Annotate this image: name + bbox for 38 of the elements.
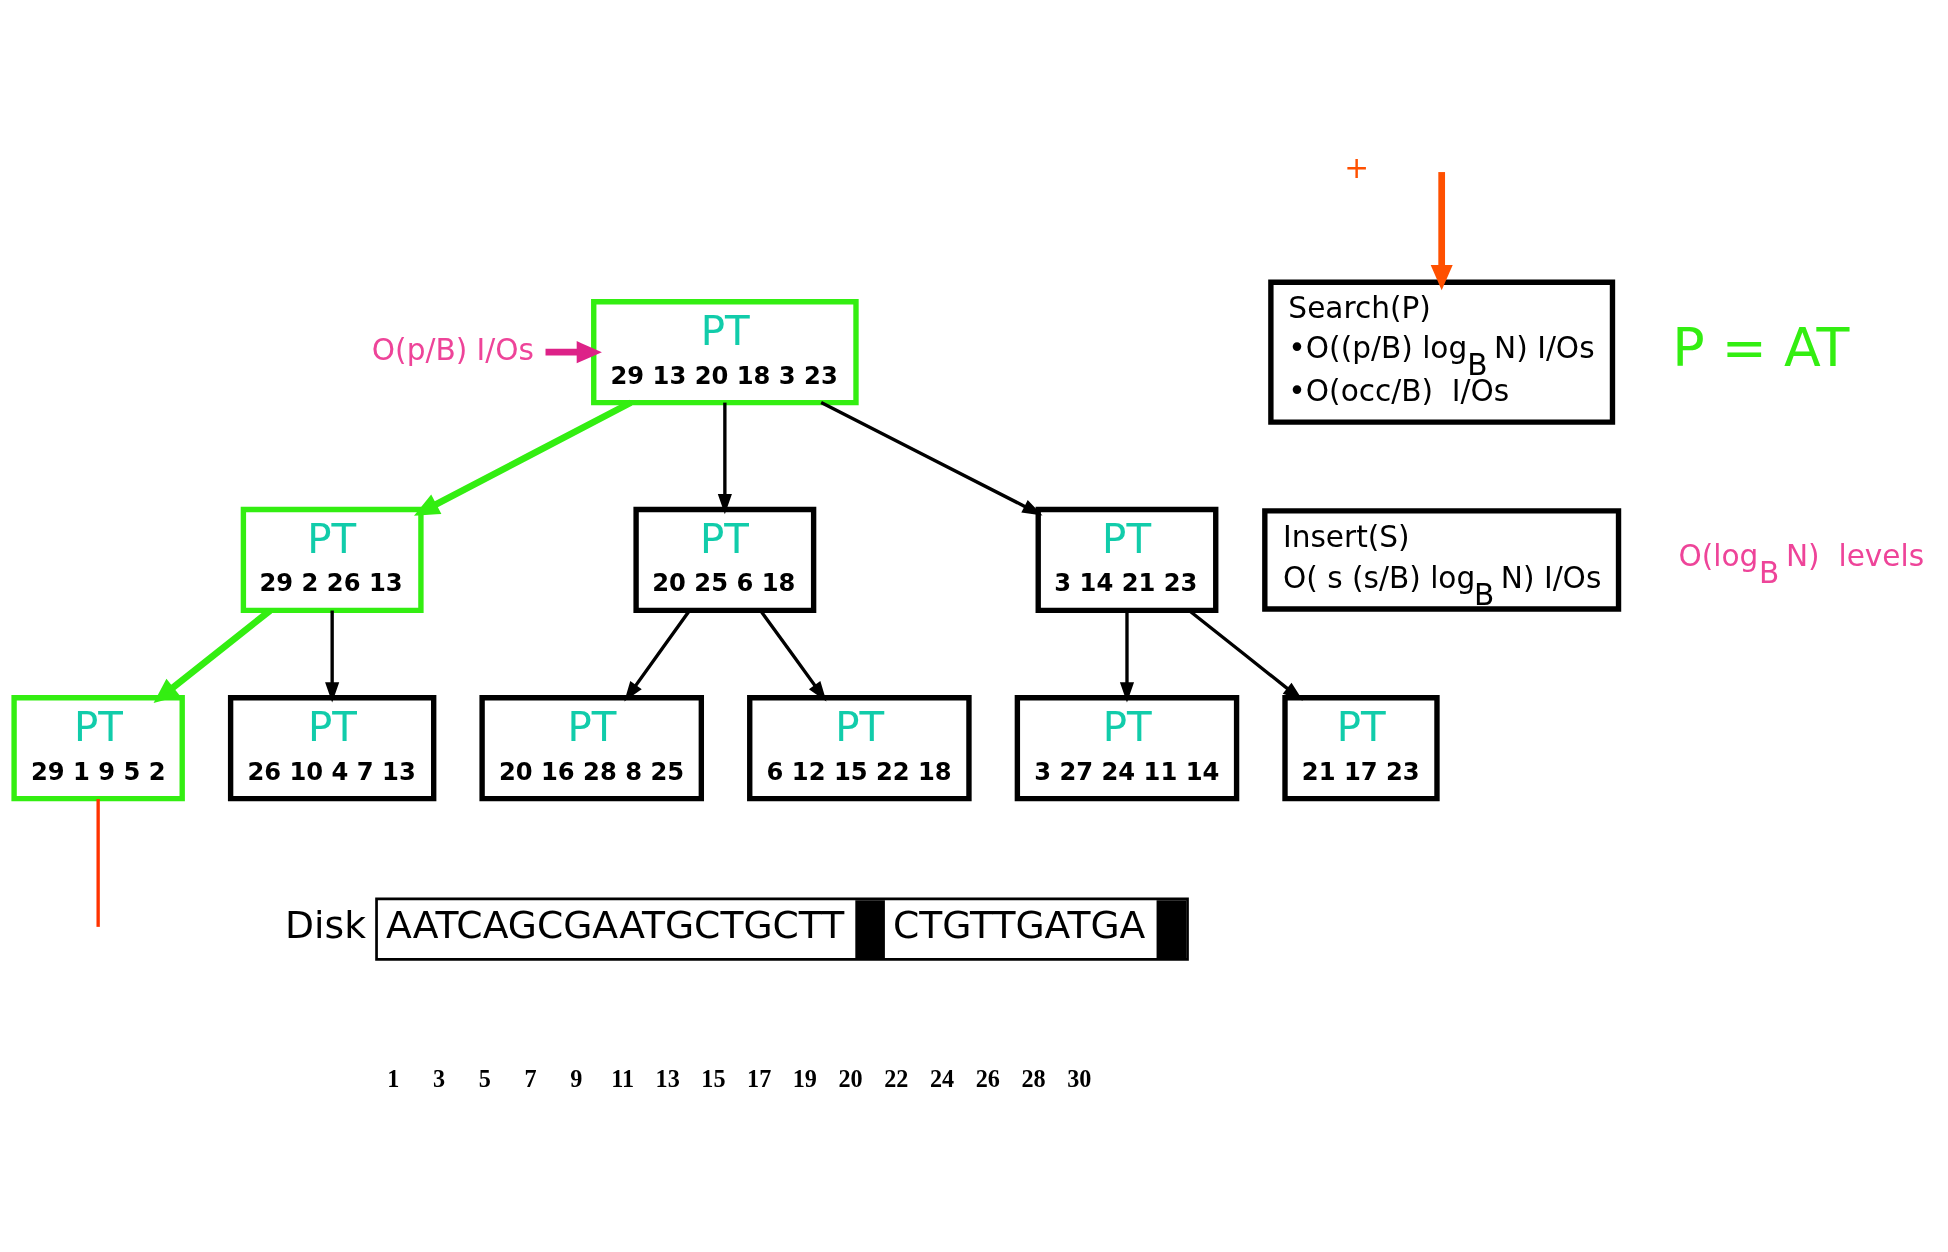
label: 3 xyxy=(433,1064,446,1092)
arrow xyxy=(1430,171,1453,290)
label: 15 xyxy=(701,1064,726,1092)
label: 28 xyxy=(1021,1064,1046,1092)
node-box: PT 26 10 4 7 13 xyxy=(227,694,437,801)
arrow xyxy=(717,402,732,514)
node-box: PT 20 16 28 8 25 xyxy=(479,694,705,801)
label: 30 xyxy=(1067,1064,1092,1092)
arrow xyxy=(820,400,1043,515)
label: 13 xyxy=(655,1064,680,1092)
label: 11 xyxy=(611,1064,635,1092)
arrow xyxy=(413,399,633,516)
label: 17 xyxy=(747,1064,772,1092)
node-box: PT 3 14 21 23 xyxy=(1035,506,1219,613)
node-box: PT 29 1 9 5 2 xyxy=(11,694,185,801)
label: 7 xyxy=(524,1064,537,1092)
label: 20 xyxy=(838,1064,863,1092)
node-box: PT 20 25 6 18 xyxy=(633,506,817,613)
node-label: Disk xyxy=(285,902,366,947)
node-box: PT 3 27 24 11 14 xyxy=(1014,694,1240,801)
arrow xyxy=(545,340,602,363)
node-box: PT 6 12 15 22 18 xyxy=(747,694,972,801)
label: 19 xyxy=(792,1064,817,1092)
node-box: PT 21 17 23 xyxy=(1282,694,1440,801)
arrow xyxy=(1119,610,1135,702)
connector xyxy=(96,798,100,927)
node-box: PT 29 13 20 18 3 23 xyxy=(591,298,859,405)
node-box: PT 29 2 26 13 xyxy=(240,506,424,613)
label: 26 xyxy=(975,1064,1000,1092)
label: + xyxy=(1344,150,1369,185)
label: 24 xyxy=(929,1064,955,1092)
label: 22 xyxy=(884,1064,909,1092)
label: 9 xyxy=(570,1064,583,1092)
arrow xyxy=(325,610,340,702)
label: P = AT xyxy=(1672,315,1850,379)
label: 1 xyxy=(387,1064,400,1092)
label: 5 xyxy=(478,1064,491,1092)
node-text: O(p/B) I/Os xyxy=(371,332,535,367)
